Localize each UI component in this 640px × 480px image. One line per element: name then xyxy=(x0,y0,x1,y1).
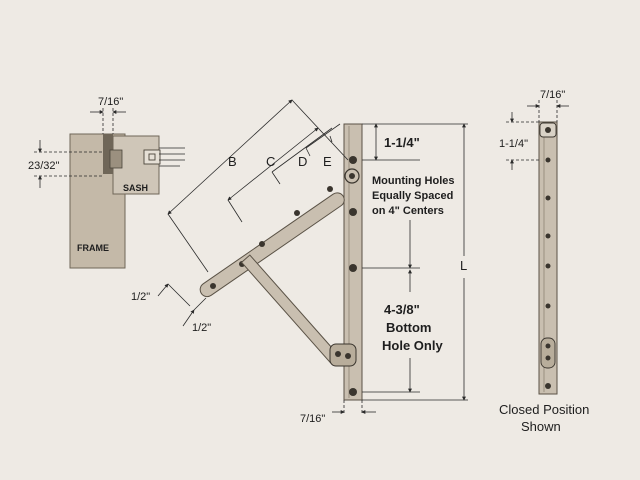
track-hole xyxy=(349,388,357,396)
bottom-note-2: Bottom xyxy=(386,320,432,335)
mounting-note-2: Equally Spaced xyxy=(372,190,453,202)
closed-top-width: 7/16" xyxy=(540,89,565,101)
closed-shoe xyxy=(540,337,556,369)
bottom-width: 7/16" xyxy=(300,413,325,425)
dim-d-label: D xyxy=(298,154,307,169)
section-side-depth: 23/32" xyxy=(28,160,60,172)
mounting-note-1: Mounting Holes xyxy=(372,175,455,187)
section-view: 7/16" 23/32" SASH FRAME xyxy=(28,96,185,269)
dim-b-label: B xyxy=(228,154,237,169)
closed-track xyxy=(538,121,558,395)
hinge-profile xyxy=(103,134,113,174)
length-label: L xyxy=(460,258,467,273)
mounting-note-3: on 4" Centers xyxy=(372,205,444,217)
track-hole xyxy=(349,264,357,272)
open-top-offset: 1-1/4" xyxy=(384,135,420,150)
frame-label: FRAME xyxy=(77,243,109,253)
open-view: B C D E 1/2" 1/2" 1-1/4" Mounting Holes … xyxy=(131,99,468,425)
sash-bracket xyxy=(143,149,161,165)
lower-shoe xyxy=(329,343,357,367)
closed-view: 7/16" 1-1/4" Closed Position Shown xyxy=(499,89,589,434)
closed-caption-2: Shown xyxy=(521,419,561,434)
arm-offset-1: 1/2" xyxy=(131,291,150,303)
track-hole xyxy=(349,156,357,164)
bottom-note-3: Hole Only xyxy=(382,338,443,353)
dim-e-label: E xyxy=(323,154,332,169)
sash-label: SASH xyxy=(123,183,148,193)
vertical-track xyxy=(343,123,363,401)
section-top-width: 7/16" xyxy=(98,96,123,108)
dim-c-label: C xyxy=(266,154,275,169)
bottom-note-1: 4-3/8" xyxy=(384,302,420,317)
sash-arm xyxy=(199,192,345,298)
support-link xyxy=(240,254,340,364)
closed-top-offset: 1-1/4" xyxy=(499,138,528,150)
track-hole xyxy=(349,208,357,216)
arm-offset-2: 1/2" xyxy=(192,322,211,334)
closed-caption-1: Closed Position xyxy=(499,402,589,417)
